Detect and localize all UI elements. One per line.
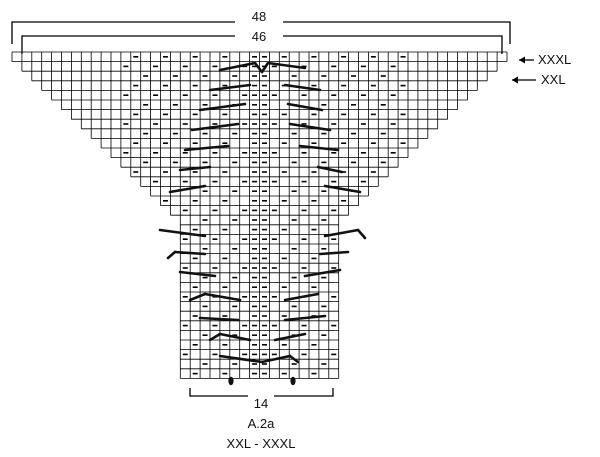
cable-line xyxy=(298,144,340,152)
purl-symbols xyxy=(123,55,406,375)
cable-line xyxy=(203,292,242,302)
left-arrow-icon xyxy=(512,76,518,84)
cable-line xyxy=(283,314,327,322)
cable-line xyxy=(266,61,307,70)
cable-line xyxy=(178,165,212,172)
cable-line xyxy=(208,332,222,342)
cable-lines xyxy=(158,61,367,386)
cable-line xyxy=(356,228,367,240)
width-14-label: 14 xyxy=(253,396,269,411)
cable-line xyxy=(288,354,300,364)
cable-line xyxy=(323,228,360,238)
cable-line xyxy=(198,102,247,112)
bracket-48 xyxy=(11,21,511,44)
cable-line xyxy=(323,184,362,194)
bobble-icon xyxy=(228,376,234,386)
cable-line xyxy=(188,292,207,302)
sizes-caption: XXL - XXXL xyxy=(226,436,296,451)
width-brackets xyxy=(11,21,511,397)
cable-line xyxy=(218,61,257,72)
cable-line xyxy=(178,270,217,278)
cable-line xyxy=(166,250,177,260)
cable-line xyxy=(288,122,332,132)
cable-line xyxy=(316,165,344,174)
bracket-46 xyxy=(21,35,503,54)
cable-line xyxy=(190,122,240,132)
bracket-14 xyxy=(189,388,334,397)
size-marker-xxl: XXL xyxy=(541,72,566,87)
size-arrows xyxy=(512,56,536,84)
cable-line xyxy=(318,250,350,256)
cable-line xyxy=(218,332,252,342)
cable-line xyxy=(253,61,264,74)
chart-grid xyxy=(11,51,508,379)
width-46-label: 46 xyxy=(251,29,267,44)
width-48-label: 48 xyxy=(251,9,267,24)
cable-line xyxy=(303,268,342,278)
size-marker-xxxl: XXXL xyxy=(538,52,572,67)
cable-line xyxy=(168,184,207,194)
cable-line xyxy=(283,83,322,92)
cable-line xyxy=(260,354,292,364)
cable-line xyxy=(183,144,230,152)
cable-line xyxy=(286,102,324,112)
chart-name: A.2a xyxy=(247,416,275,431)
cable-line xyxy=(273,332,307,342)
cable-line xyxy=(218,354,264,364)
cable-line xyxy=(173,250,207,256)
cable-line xyxy=(208,83,252,92)
cable-line xyxy=(198,316,240,322)
bobble-icon xyxy=(290,376,296,386)
cable-line xyxy=(158,228,207,238)
cable-line xyxy=(260,61,270,74)
left-arrow-icon xyxy=(519,56,525,64)
grid-lines xyxy=(11,51,508,379)
cable-line xyxy=(283,292,320,302)
